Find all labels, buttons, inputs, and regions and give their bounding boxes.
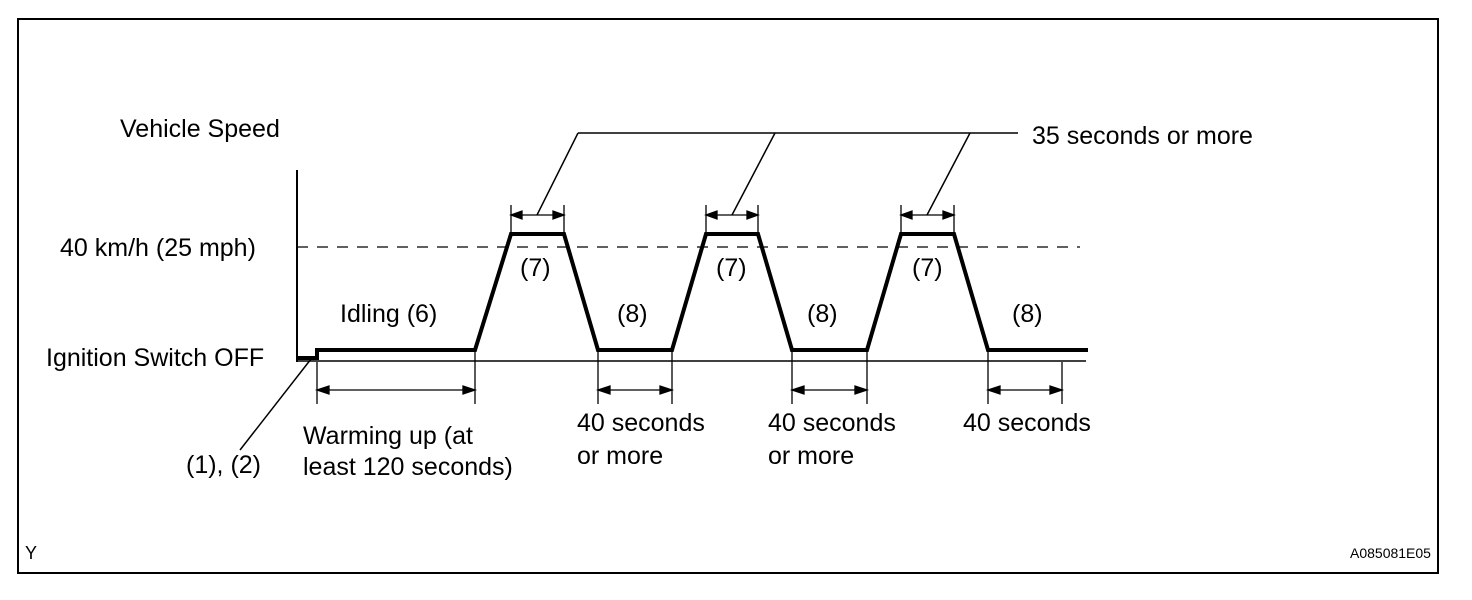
warming-label-line1: Warming up (at — [303, 422, 473, 450]
steps-1-2-label: (1), (2) — [186, 451, 261, 479]
forty-label-1-line1: 40 seconds — [577, 409, 705, 437]
speed-level-label: 40 km/h (25 mph) — [60, 234, 256, 262]
step8-label-1: (8) — [617, 300, 648, 328]
speed-profile-line — [297, 232, 1088, 360]
step8-label-3: (8) — [1012, 300, 1043, 328]
leader-steps-1-2 — [239, 358, 312, 451]
step8-label-2: (8) — [807, 300, 838, 328]
forty-label-2-line1: 40 seconds — [768, 409, 896, 437]
plateau-dimension-2 — [704, 205, 760, 232]
forty-dimension-3 — [985, 352, 1065, 404]
step7-label-3: (7) — [912, 254, 943, 282]
thirty-five-label: 35 seconds or more — [1032, 122, 1253, 150]
forty-label-2-line2: or more — [768, 442, 854, 470]
step7-label-1: (7) — [520, 254, 551, 282]
plateau-dimension-3 — [899, 205, 956, 232]
warming-dimension — [314, 352, 478, 404]
idling-label: Idling (6) — [340, 300, 437, 328]
forty-dimension-1 — [595, 352, 675, 404]
figure-code: A085081E05 — [1350, 545, 1431, 561]
corner-letter: Y — [25, 543, 37, 563]
thirty-five-leaders — [536, 132, 1018, 216]
forty-label-1-line2: or more — [577, 442, 663, 470]
forty-dimension-2 — [789, 352, 870, 404]
step7-label-2: (7) — [716, 254, 747, 282]
base-level-label: Ignition Switch OFF — [46, 344, 264, 372]
forty-label-3: 40 seconds — [963, 409, 1091, 437]
y-axis-title: Vehicle Speed — [120, 115, 280, 143]
plateau-dimension-1 — [509, 205, 566, 232]
diagram-frame — [17, 18, 1439, 574]
warming-label-line2: least 120 seconds) — [303, 453, 513, 481]
